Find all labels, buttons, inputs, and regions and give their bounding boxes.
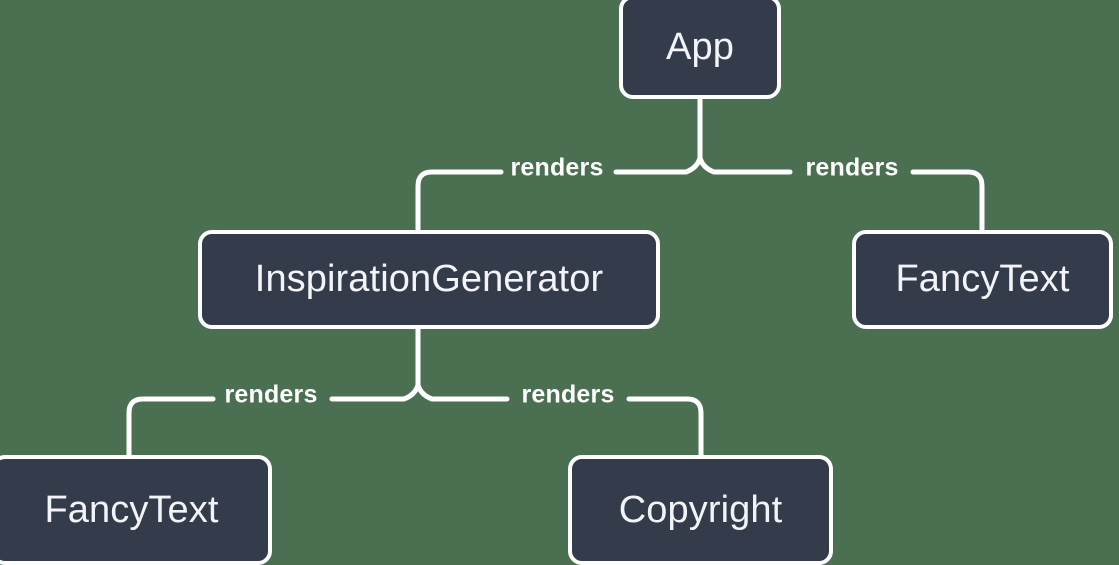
connector-app-to-inspiration [415, 169, 504, 233]
node-copyright-label: Copyright [618, 488, 783, 531]
node-fancytext-right-label: FancyText [895, 258, 1070, 300]
connector-inspiration-tee-left [329, 382, 421, 402]
connector-inspiration-to-fancytext-bottom [126, 396, 216, 458]
node-fancytext-right[interactable]: FancyText [852, 230, 1113, 329]
connector-app-tee-left [613, 155, 703, 175]
node-app-label: App [666, 25, 734, 68]
edge-label-app-to-fancytext-right: renders [805, 153, 899, 182]
edge-label-app-to-inspiration: renders [510, 153, 604, 182]
node-inspiration-generator[interactable]: InspirationGenerator [198, 230, 660, 329]
node-fancytext-bottom-label: FancyText [44, 488, 219, 531]
connector-inspiration-to-copyright [626, 396, 704, 458]
connector-inspiration-tee-right [415, 382, 510, 402]
node-fancytext-bottom[interactable]: FancyText [0, 455, 272, 565]
connector-app-tee-right [697, 155, 793, 175]
node-inspiration-generator-label: InspirationGenerator [254, 258, 604, 300]
edge-label-inspiration-to-copyright: renders [521, 380, 615, 409]
node-app[interactable]: App [619, 0, 781, 99]
connector-app-to-fancytext-right [910, 169, 985, 233]
edge-label-inspiration-to-fancytext-bottom: renders [224, 380, 318, 409]
node-copyright[interactable]: Copyright [568, 455, 833, 565]
